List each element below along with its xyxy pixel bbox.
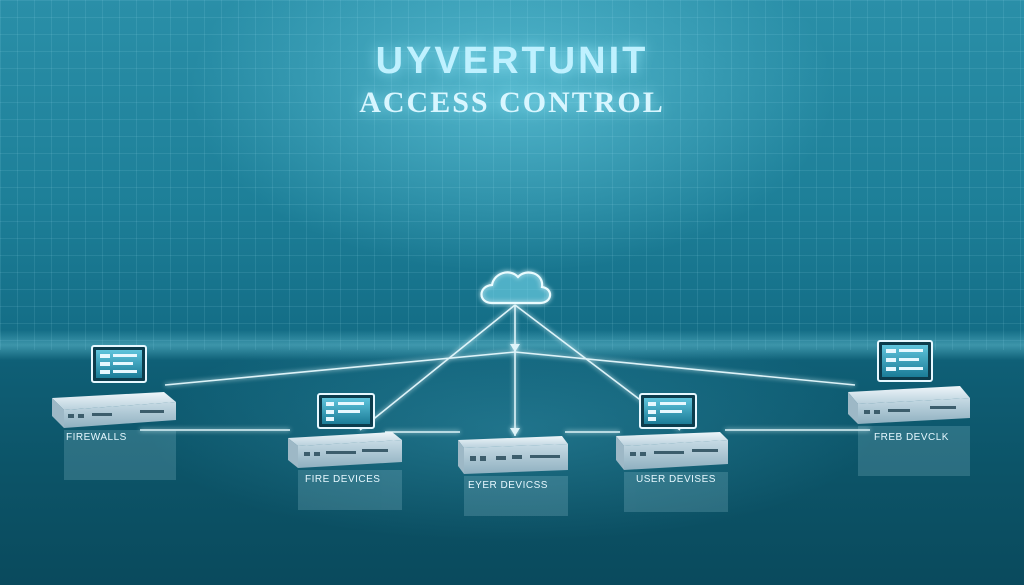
arrow-down-2 (510, 428, 520, 436)
eyer-devices-device (458, 436, 568, 474)
firewalls-label: FIREWALLS (66, 432, 127, 443)
cloud-icon (480, 271, 552, 305)
connection-lines (140, 304, 870, 436)
link-cloud-firewalls (359, 304, 516, 431)
fire-devices-label: FIRE DEVICES (305, 474, 381, 485)
firewall-device (52, 345, 176, 428)
fire-devices-device (288, 393, 402, 468)
link-hub-freb (514, 351, 856, 386)
arrow-down (510, 344, 520, 352)
title-line-1: UYVERTUNIT (375, 40, 649, 82)
link-firewalls-hub (164, 351, 516, 386)
freb-devclk-device (848, 340, 970, 424)
floor-reflections (64, 426, 970, 516)
eyer-devices-label: EYER DEVICSS (468, 480, 548, 491)
freb-devclk-label: FREB DEVCLK (874, 432, 949, 443)
user-devices-label: USER DEVISES (636, 474, 716, 485)
title-line-2: ACCESS CONTROL (359, 86, 665, 119)
user-devices-device (616, 393, 728, 470)
